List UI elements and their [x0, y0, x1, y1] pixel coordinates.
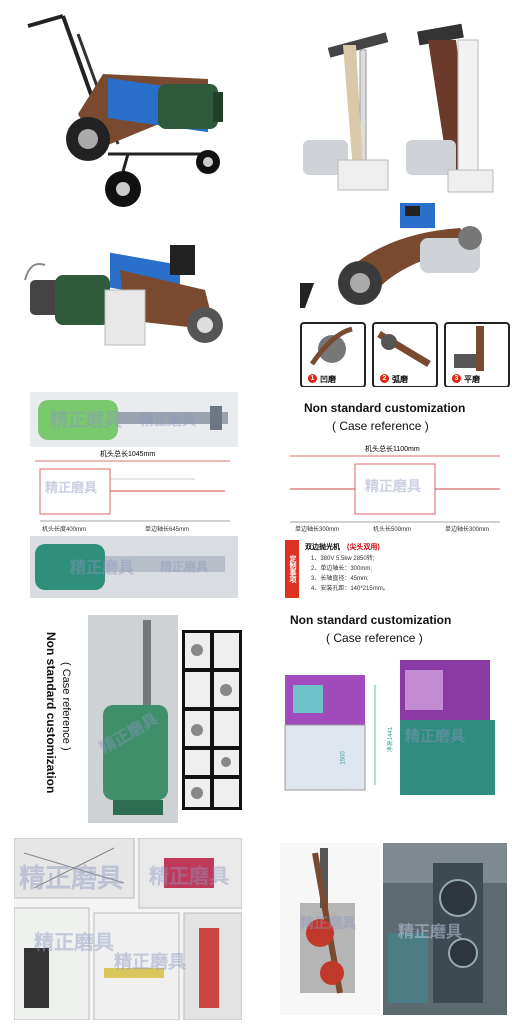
custom-1-subtitle: ( Case reference ) — [332, 419, 429, 433]
mode-number-1: 1 — [308, 374, 317, 383]
custom-3-subtitle: ( Case reference ) — [326, 631, 423, 645]
watermark: 精正磨具 — [149, 864, 229, 888]
custom-1-spec: 3、长轴直径：45mm; — [311, 576, 369, 582]
watermark: 精正磨具 — [398, 922, 463, 941]
watermark: 精正磨具 — [70, 558, 135, 577]
watermark: 精正磨具 — [34, 930, 114, 954]
custom-2-motor-photo: 精正磨具 — [88, 615, 178, 823]
custom-1-spec: 4、安装孔距：140*215mm。 — [311, 586, 389, 592]
belt-grinder-motor-image — [10, 220, 240, 355]
mode-card-2: 2 弧磨 — [372, 322, 438, 387]
custom-2-vertical-title: Non standard customization — [44, 632, 58, 794]
watermark: 精正磨具 — [114, 952, 186, 973]
custom-1-notes-tag: 定制事项 — [285, 540, 299, 598]
shaft-length-label: 单边轴长645mm — [145, 527, 190, 533]
spindle-render-image: 精正磨具 精正磨具 — [30, 392, 238, 447]
total-length-label: 机头总长1045mm — [100, 451, 156, 458]
collage-engineering-drawings: 精正磨具 精正磨具 精正磨具 精正磨具 — [14, 838, 242, 1020]
watermark: 精正磨具 — [300, 916, 356, 932]
head-length-label: 机头长度400mm — [42, 527, 87, 533]
cart-belt-grinder-image — [8, 4, 238, 214]
custom-1-machine-name: 双边抛光机 — [305, 544, 340, 551]
spindle-motor-photo: 精正磨具 精正磨具 — [30, 536, 238, 598]
watermark: 精正磨具 — [50, 410, 122, 431]
custom-3-cabinet-drawing: 1500 净高1441 精正磨具 — [275, 655, 507, 805]
mode-card-3: 3 平磨 — [444, 322, 510, 387]
custom-1-notes-title: 定制事项 — [289, 555, 296, 583]
watermark: 精正磨具 — [19, 864, 124, 894]
custom-1-title: Non standard customization — [304, 401, 466, 415]
custom-1-spec: 1、380V 5.5kw 2850转; — [311, 556, 375, 562]
custom-1-machine-tag: (尖头双用) — [347, 544, 380, 551]
horizontal-belt-grinder-image — [300, 198, 510, 318]
watermark: 精正磨具 — [365, 479, 421, 495]
custom-1-notes: 定制事项 双边抛光机 (尖头双用) 1、380V 5.5kw 2850转; 2、… — [285, 540, 507, 600]
mode-card-1: 1 凹磨 — [300, 322, 366, 387]
vertical-belt-grinders-image — [298, 20, 508, 195]
custom-1-total-length: 机头总长1100mm — [365, 446, 420, 453]
spindle-drawing: 机头总长1045mm 精正磨具 机头长度400mm 单边轴长645mm — [30, 449, 238, 534]
watermark: 精正磨具 — [45, 481, 98, 496]
custom-3-title: Non standard customization — [290, 613, 452, 627]
custom-1-left-shaft: 单边轴长300mm — [295, 527, 340, 533]
custom-3-dim-label: 净高1441 — [388, 726, 395, 753]
mode-label-2: 弧磨 — [392, 375, 408, 384]
watermark: 精正磨具 — [160, 560, 209, 574]
custom-2-parts-grid — [182, 630, 242, 810]
belt-machine-3d-render: 精正磨具 — [280, 843, 380, 1015]
custom-1-right-shaft: 单边轴长300mm — [445, 527, 490, 533]
mode-label-3: 平磨 — [464, 375, 480, 384]
watermark: 精正磨具 — [405, 727, 466, 745]
custom-1-spec: 2、单边轴长：300mm; — [311, 566, 373, 572]
custom-1-head-length: 机头长500mm — [373, 527, 412, 533]
custom-1-drawing: 机头总长1100mm 精正磨具 单边轴长300mm 机头长500mm 单边轴长3… — [285, 444, 507, 539]
factory-photo: 精正磨具 — [383, 843, 507, 1015]
watermark: 精正磨具 — [140, 413, 196, 429]
mode-number-2: 2 — [380, 374, 389, 383]
mode-label-1: 凹磨 — [320, 375, 336, 384]
grinding-modes-panel: 1 凹磨 2 弧磨 3 平磨 — [300, 322, 510, 387]
custom-2-vertical-subtitle: ( Case reference ) — [60, 662, 72, 751]
mode-number-3: 3 — [452, 374, 461, 383]
custom-3-dim-height: 1500 — [340, 751, 347, 765]
